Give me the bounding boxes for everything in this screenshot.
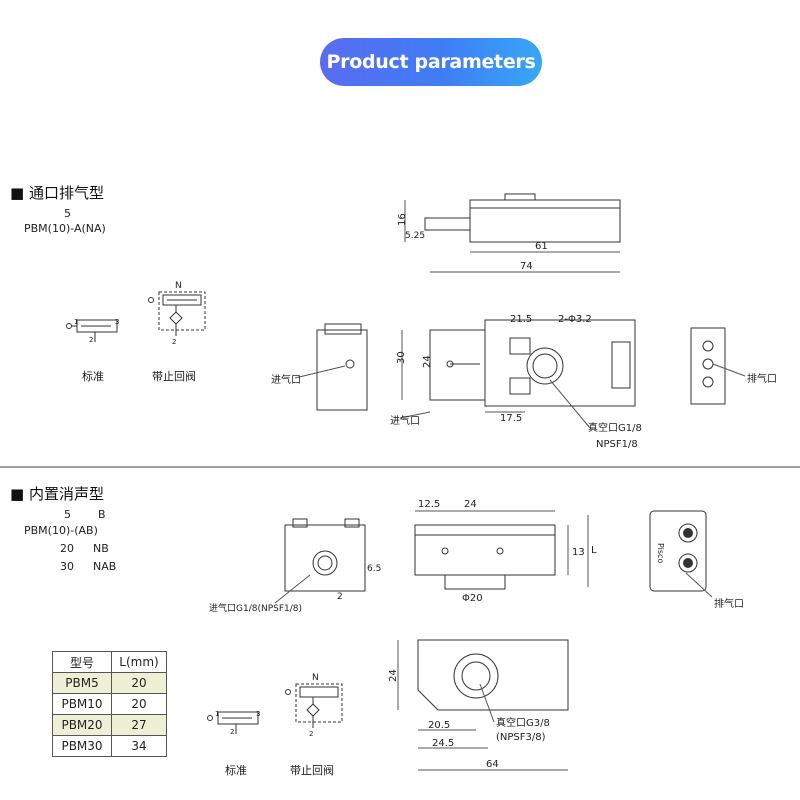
section-divider xyxy=(0,466,800,468)
table-row: PBM30 34 xyxy=(52,735,167,757)
dim-17-5: 17.5 xyxy=(500,413,522,424)
dim-24-5: 24.5 xyxy=(432,738,454,749)
dim-L: L xyxy=(591,545,597,556)
dim-24: 24 xyxy=(422,355,433,368)
std-port-3: 3 xyxy=(115,318,119,326)
section2-label-standard: 标准 xyxy=(225,764,247,777)
table-cell-model: PBM5 xyxy=(52,672,112,694)
dim-16: 16 xyxy=(397,213,408,226)
section1-valve-symbols: 1 3 2 N 2 xyxy=(66,281,206,346)
dim-2phi3-2: 2-Φ3.2 xyxy=(558,314,592,325)
dim-24-side: 24 xyxy=(388,669,399,682)
dim-64: 64 xyxy=(486,759,499,770)
standard-valve-symbol: 1 3 2 xyxy=(66,318,119,344)
label-vacuum-g38: 真空口G3/8 xyxy=(496,716,550,729)
section2-bottom-view: 24 20.5 24.5 64 真空口G3/8 (NPSF3/8) xyxy=(388,639,569,771)
section1-title-text: 通口排气型 xyxy=(28,184,104,202)
table-row: PBM5 20 xyxy=(52,672,167,694)
table-cell-length: 27 xyxy=(111,714,167,736)
section1-label-check-valve: 带止回阀 xyxy=(152,370,196,383)
check-valve-symbol: N 2 xyxy=(285,673,343,738)
model-length-table: 型号 L(mm) PBM5 20 PBM10 20 PBM20 27 PBM30… xyxy=(52,651,167,757)
section2-title-text: 内置消声型 xyxy=(28,485,104,503)
section1-model-line2: PBM(10)-A(NA) xyxy=(24,222,106,235)
section2-model-row3-b: NB xyxy=(93,542,109,555)
label-vacuum-port: 真空口G1/8 xyxy=(588,421,642,434)
table-row: PBM20 27 xyxy=(52,714,167,736)
label-inlet-left: 进气口 xyxy=(271,373,301,386)
section1-model-line1: 5 xyxy=(64,207,71,220)
dim-2: 2 xyxy=(337,592,343,602)
std-port-3: 3 xyxy=(256,710,260,718)
table-cell-length: 20 xyxy=(111,693,167,715)
check-N: N xyxy=(312,673,319,683)
check-N: N xyxy=(175,281,182,291)
table-cell-model: PBM30 xyxy=(52,735,112,757)
section1-title: ■ 通口排气型 xyxy=(10,184,104,202)
check-valve-symbol: N 2 xyxy=(148,281,206,346)
table-header-length: L(mm) xyxy=(111,651,167,673)
dim-20-5: 20.5 xyxy=(428,720,450,731)
section2-model-row4-a: 30 xyxy=(60,560,74,573)
section1-front-view: 30 24 21.5 2-Φ3.2 17.5 进气口 真空口G1/8 NPSF1… xyxy=(390,314,642,450)
section1-right-side-view: 排气口 xyxy=(690,327,777,405)
table-cell-model: PBM20 xyxy=(52,714,112,736)
section2-model-row1-b: B xyxy=(98,508,106,521)
std-port-2: 2 xyxy=(230,728,234,736)
label-inlet-g18: 进气口G1/8(NPSF1/8) xyxy=(209,602,302,614)
dim-30: 30 xyxy=(396,351,407,364)
label-exhaust: 排气口 xyxy=(747,372,777,385)
dim-24-top: 24 xyxy=(464,499,477,510)
check-port-2: 2 xyxy=(309,730,313,738)
section2-exhaust-end-view: Pisco 排气口 xyxy=(649,510,744,610)
table-cell-length: 20 xyxy=(111,672,167,694)
section2-inlet-side-view: 6.5 2 进气口G1/8(NPSF1/8) xyxy=(209,518,381,614)
std-port-1: 1 xyxy=(215,710,219,718)
brand-label: Pisco xyxy=(656,543,665,563)
dim-74: 74 xyxy=(520,261,533,272)
section1-left-side-view: 进气口 xyxy=(271,323,368,411)
dim-61: 61 xyxy=(535,241,548,252)
section2-model-row1-a: 5 xyxy=(64,508,71,521)
section1-label-standard: 标准 xyxy=(82,370,104,383)
table-row: PBM10 20 xyxy=(52,693,167,715)
section2-model-row2: PBM(10)-(AB) xyxy=(24,524,98,537)
section1-top-view-drawing: 16 5.25 61 74 xyxy=(397,193,621,273)
section2-title: ■ 内置消声型 xyxy=(10,485,104,503)
section2-label-check-valve: 带止回阀 xyxy=(290,764,334,777)
section2-model-row3-a: 20 xyxy=(60,542,74,555)
product-parameters-banner: Product parameters xyxy=(320,38,542,86)
dim-phi20: Φ20 xyxy=(462,593,483,604)
std-port-1: 1 xyxy=(74,318,78,326)
std-port-2: 2 xyxy=(89,336,93,344)
label-npsf: NPSF1/8 xyxy=(596,439,638,450)
section2-valve-symbols: 1 3 2 N 2 xyxy=(207,673,343,738)
table-header-model: 型号 xyxy=(52,651,112,673)
dim-21-5: 21.5 xyxy=(510,314,532,325)
dim-12-5: 12.5 xyxy=(418,499,440,510)
check-port-2: 2 xyxy=(172,338,176,346)
dim-13: 13 xyxy=(572,547,585,558)
label-exhaust-2: 排气口 xyxy=(714,597,744,610)
standard-valve-symbol: 1 3 2 xyxy=(207,710,260,736)
label-inlet-bottom: 进气口 xyxy=(390,414,420,427)
label-npsf38: (NPSF3/8) xyxy=(496,732,546,743)
dim-6-5: 6.5 xyxy=(367,564,381,574)
section2-body-side-view: 12.5 24 Φ20 13 L xyxy=(414,499,597,604)
table-header-row: 型号 L(mm) xyxy=(52,651,167,673)
table-cell-length: 34 xyxy=(111,735,167,757)
dim-5-25: 5.25 xyxy=(405,231,425,241)
table-cell-model: PBM10 xyxy=(52,693,112,715)
section2-model-row4-b: NAB xyxy=(93,560,117,573)
